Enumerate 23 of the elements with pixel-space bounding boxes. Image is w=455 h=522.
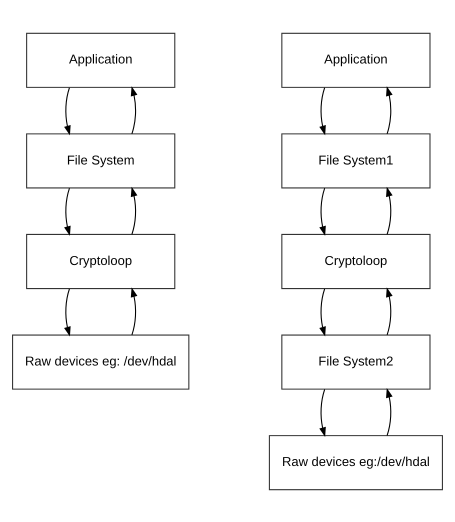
node-box: Raw devices eg: /dev/hdal xyxy=(12,334,190,390)
node-box: Cryptoloop xyxy=(281,233,431,289)
node-box: Application xyxy=(281,32,431,88)
arrow xyxy=(130,286,138,335)
arrow xyxy=(130,86,138,134)
arrow xyxy=(319,388,326,437)
arrow xyxy=(319,87,326,135)
node-box: File System1 xyxy=(281,132,431,188)
node-box: Raw devices eg:/dev/hdal xyxy=(268,434,443,490)
arrow xyxy=(386,186,393,234)
arrow xyxy=(386,387,393,436)
node-box: File System xyxy=(26,132,176,188)
arrow xyxy=(319,288,326,336)
node-box: File System2 xyxy=(281,334,431,390)
node-box: Application xyxy=(26,32,176,88)
arrow xyxy=(64,87,71,135)
arrow xyxy=(386,86,393,134)
node-box: Cryptoloop xyxy=(26,233,176,289)
arrow xyxy=(64,288,71,336)
arrow xyxy=(130,186,138,234)
arrow xyxy=(386,286,393,335)
arrow xyxy=(319,188,326,236)
arrow xyxy=(64,188,71,236)
